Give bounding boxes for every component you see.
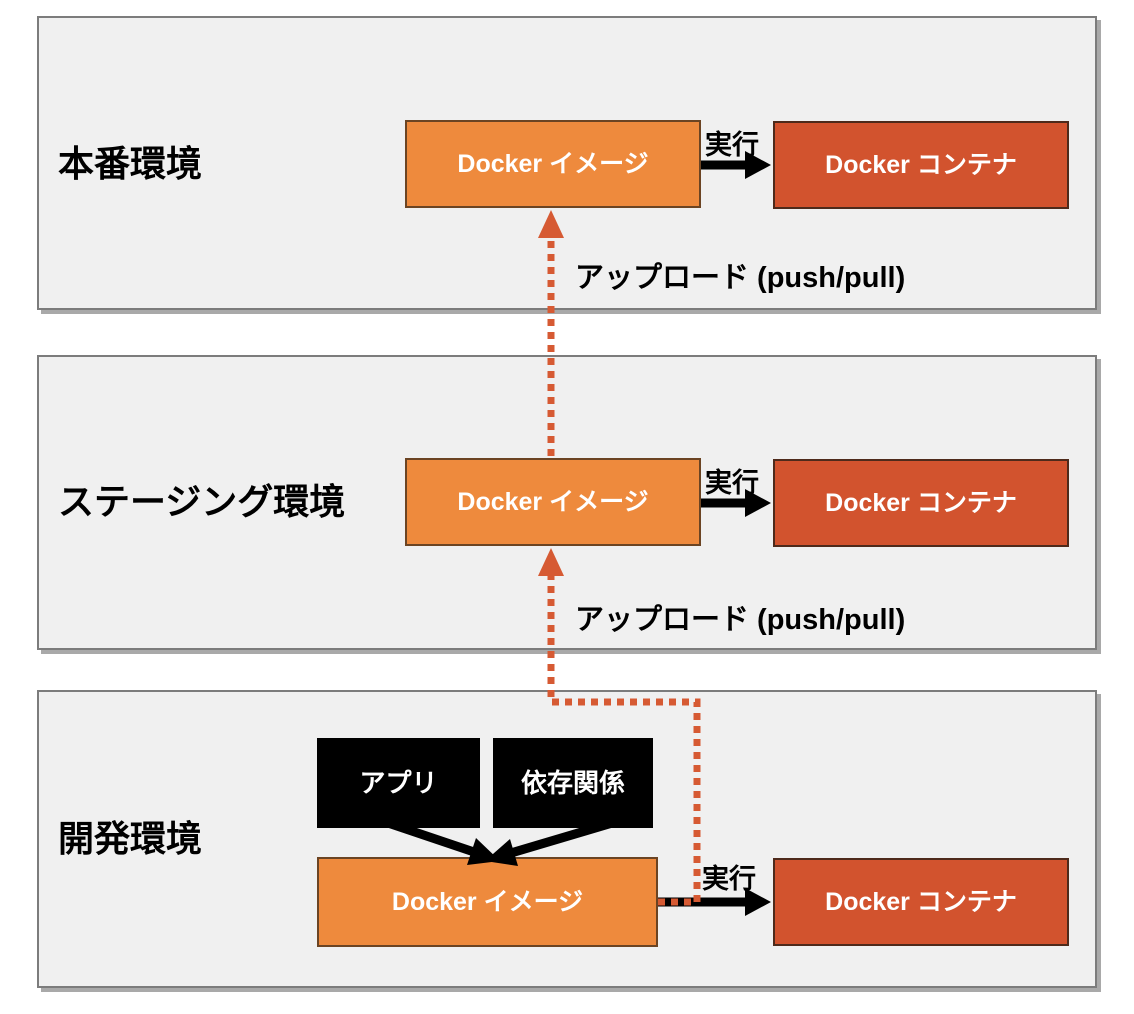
env-title-staging: ステージング環境	[58, 481, 346, 522]
docker-image-box-production: Docker イメージ	[405, 120, 701, 208]
upload-label-development-to-staging: アップロード (push/pull)	[575, 604, 906, 636]
docker-container-box-staging: Docker コンテナ	[773, 459, 1069, 547]
run-label-development: 実行	[702, 864, 756, 894]
docker-container-box-development: Docker コンテナ	[773, 858, 1069, 946]
run-label-staging: 実行	[705, 468, 759, 498]
docker-image-box-development: Docker イメージ	[317, 857, 658, 947]
run-label-production: 実行	[705, 130, 759, 160]
docker-image-box-staging: Docker イメージ	[405, 458, 701, 546]
env-title-production: 本番環境	[58, 143, 203, 184]
app-box: アプリ	[317, 738, 480, 828]
env-title-development: 開発環境	[58, 818, 203, 859]
docker-container-box-production: Docker コンテナ	[773, 121, 1069, 209]
dependencies-box: 依存関係	[493, 738, 653, 828]
upload-label-staging-to-production: アップロード (push/pull)	[575, 262, 906, 294]
